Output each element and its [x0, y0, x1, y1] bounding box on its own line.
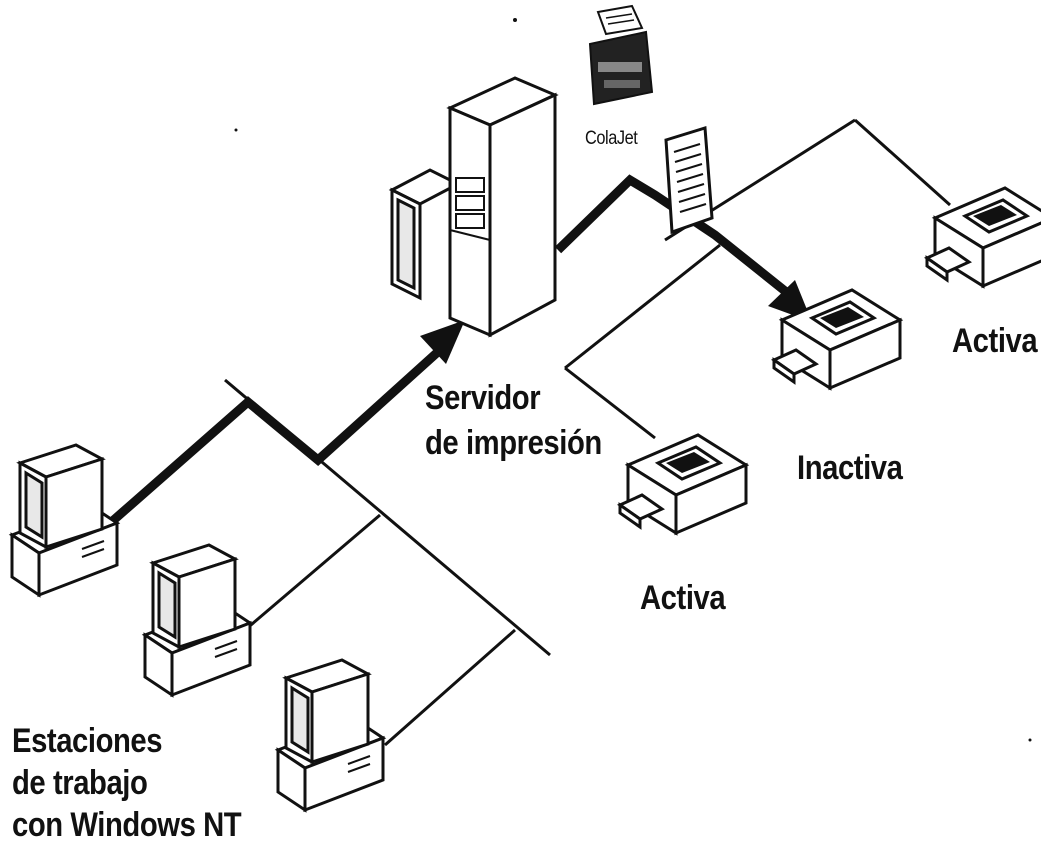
workstation-icon: [143, 543, 252, 697]
document-icon: [664, 126, 714, 235]
workstations-label-line2: de trabajo: [12, 764, 148, 802]
workstations-label-line3: con Windows NT: [12, 806, 242, 844]
printer-queue-icon: [588, 4, 654, 106]
server-label-line1: Servidor: [425, 379, 541, 417]
arrow-icon: [420, 320, 465, 364]
printer-status-inactive: Inactiva: [797, 449, 903, 487]
server-icon: [388, 76, 559, 338]
printer-status-active-bottom: Activa: [640, 579, 726, 617]
workstation-icon: [276, 658, 385, 812]
server-label-line2: de impresión: [425, 424, 602, 462]
print-job-path: [105, 174, 793, 529]
printer-icon-active-right: [925, 186, 1041, 288]
workstations-label-line1: Estaciones: [12, 722, 163, 760]
printer-status-active-right: Activa: [952, 322, 1038, 360]
workstation-icon: [10, 443, 119, 597]
lan-backbone-right: [564, 118, 952, 440]
colajet-label: ColaJet: [585, 128, 638, 149]
printer-icon-active-bottom: [618, 433, 748, 535]
